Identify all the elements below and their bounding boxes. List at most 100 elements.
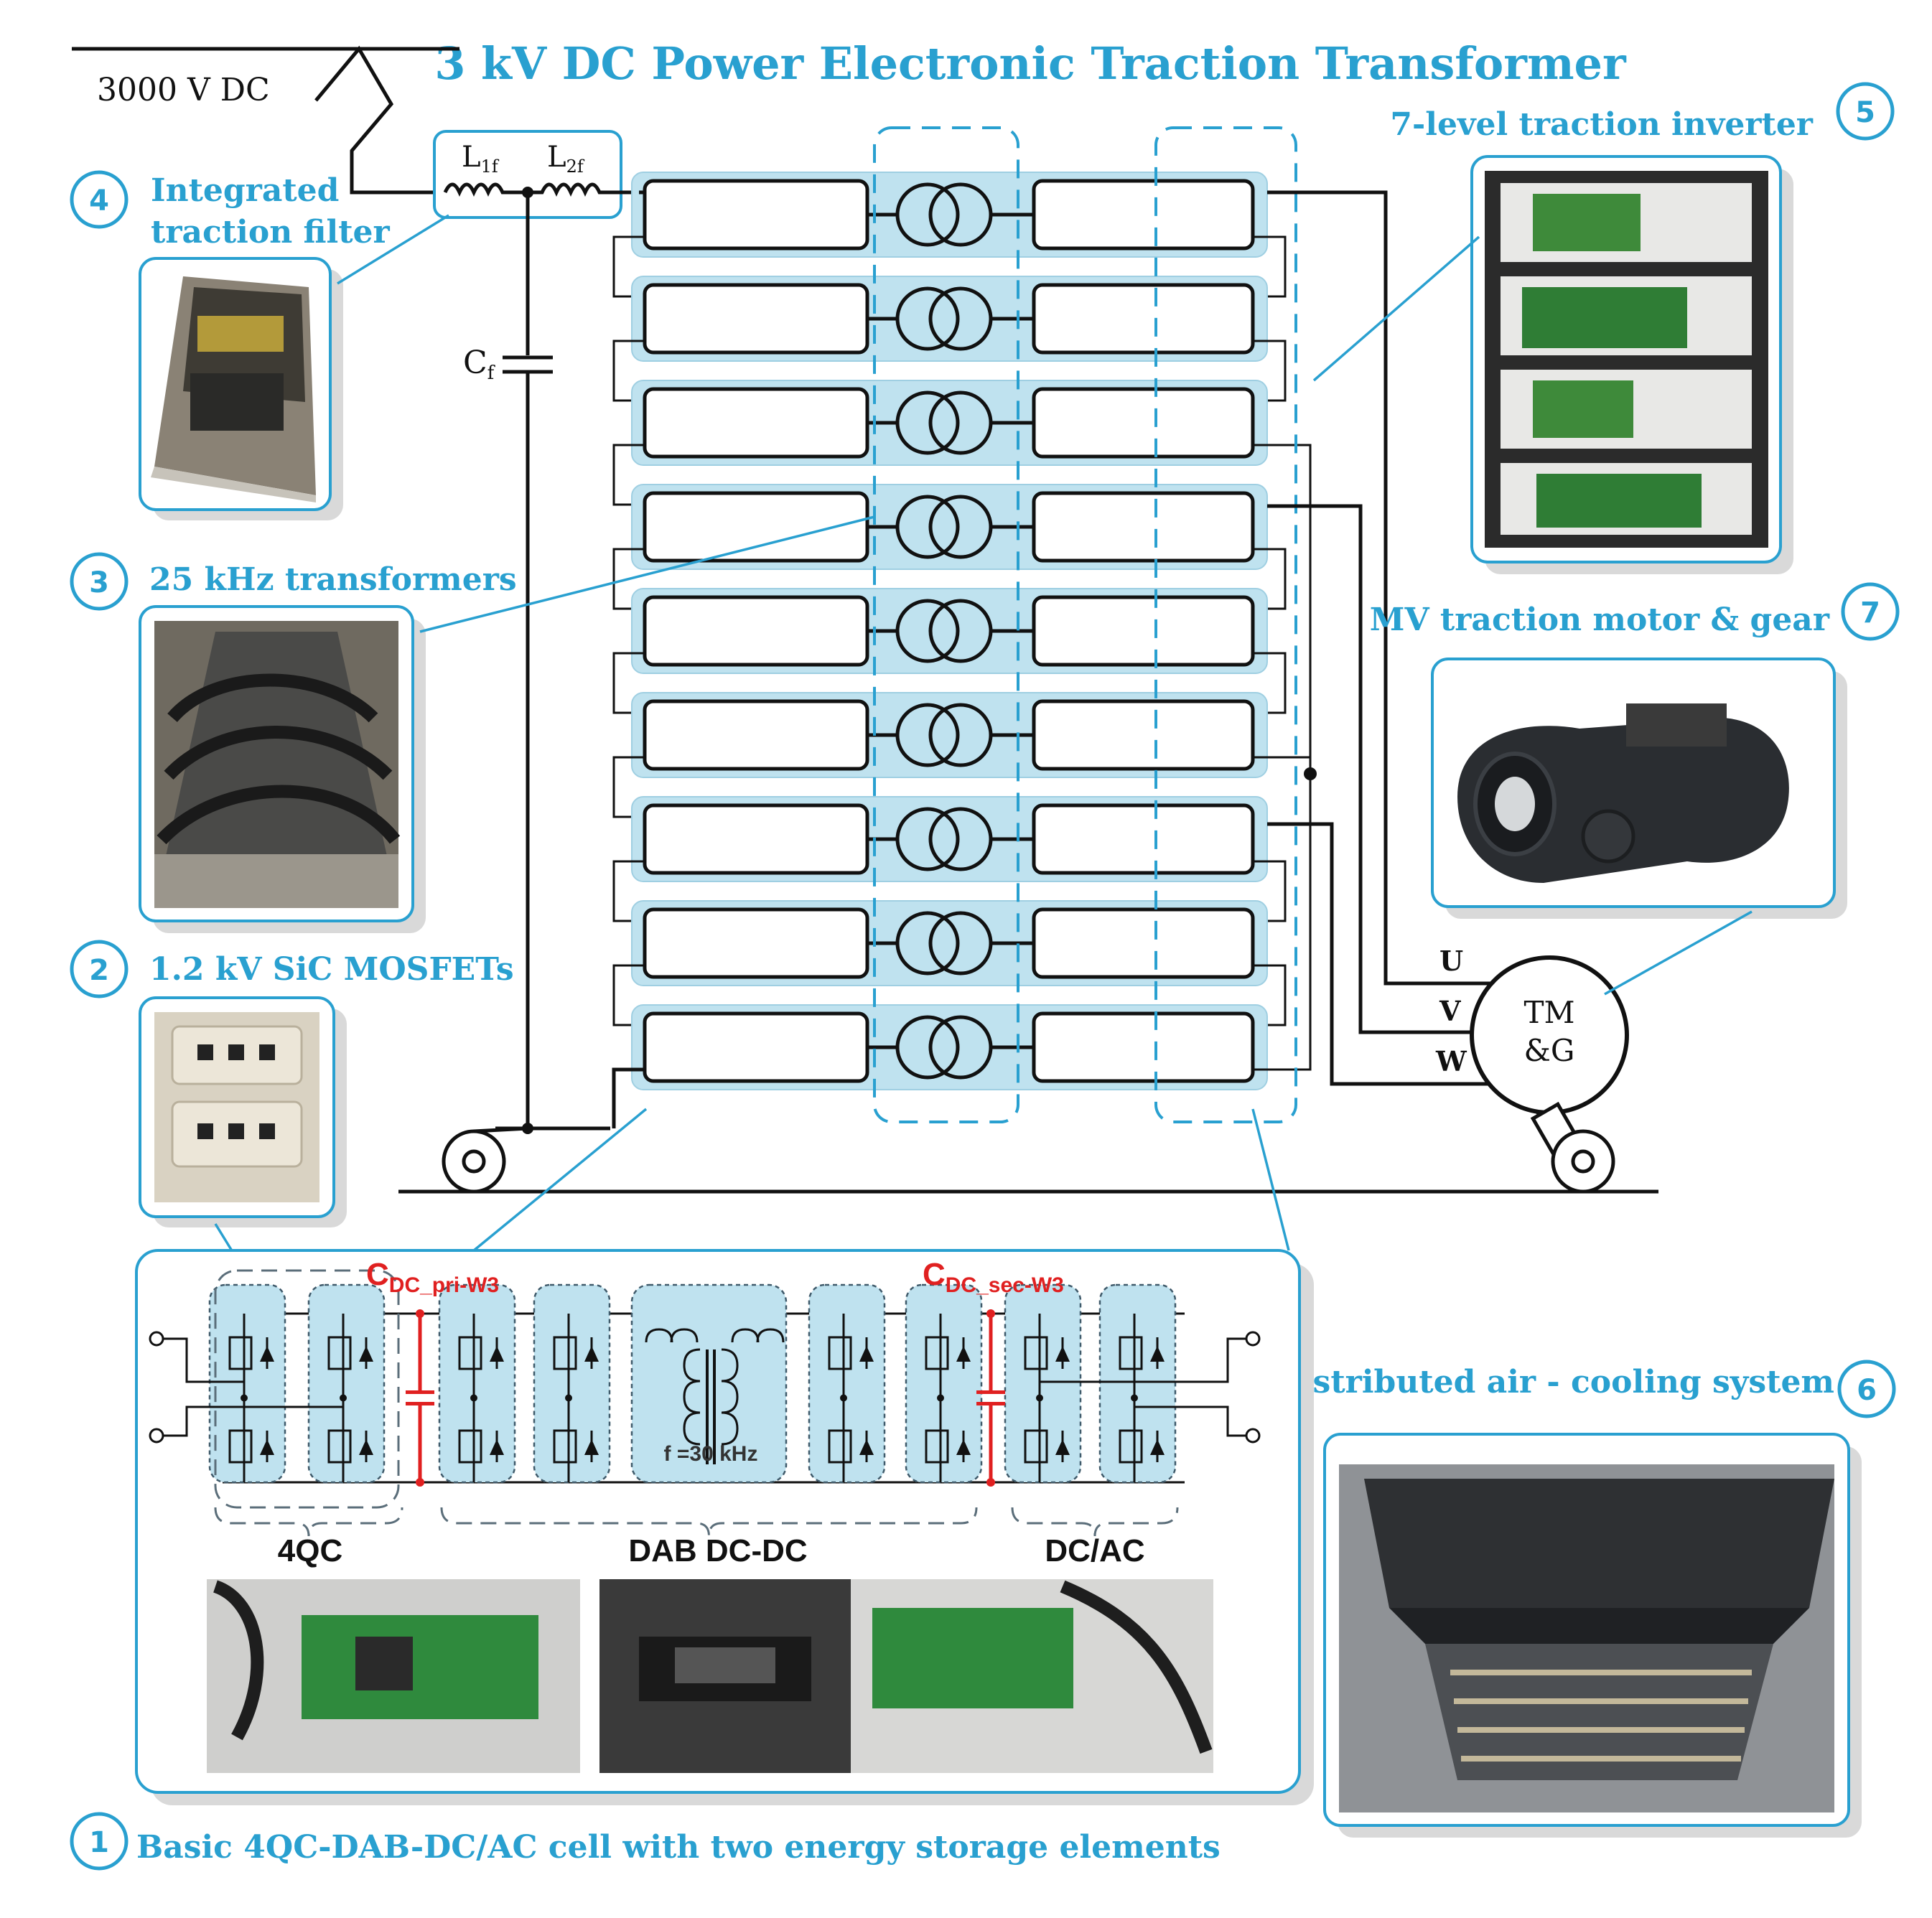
switch-leg-bg [307,1283,386,1484]
primary-converter-box [643,1011,869,1083]
primary-series-link [612,652,645,714]
mosfet-symbol [925,1429,949,1464]
dab-bracket [440,1507,978,1537]
callout-1-label: Basic 4QC-DAB-DC/AC cell with two energy… [136,1829,1221,1866]
callout-4-line2: traction filter [151,214,391,251]
secondary-converter-box [1032,283,1255,355]
leg-midpoint [1036,1394,1043,1402]
phase-w-wire [1267,822,1493,1086]
primary-series-link [612,756,645,818]
mosfet-symbol [1119,1336,1143,1370]
secondary-converter-box [1032,803,1255,875]
leg-midpoint [470,1394,477,1402]
badge-2 [70,940,129,998]
leader-motor [1604,910,1753,996]
switch-leg-bg [1004,1283,1082,1484]
cell-schematic: f =30 kHz [149,1269,1261,1537]
transformer-winding-1 [895,1015,960,1080]
secondary-converter-box [1032,491,1255,563]
phase-v-wire [1267,504,1493,1034]
transformer-winding-2 [928,807,993,871]
ac-in-terminal-1 [149,1331,164,1347]
leg-midpoint [340,1394,347,1402]
mosfet-symbol [458,1336,482,1370]
badge-4 [70,170,129,229]
inductor-l2f [528,182,639,197]
ac-in-wire-2 [163,1405,343,1437]
switch-leg-bg [905,1283,983,1484]
motor-photo [1457,703,1789,883]
leader-transformers [419,515,875,633]
section-4qc-label: 4QC [278,1533,342,1568]
mosfet-symbol [828,1336,852,1370]
inductor-l1f [443,182,528,197]
motor-label-g: &G [1524,1033,1575,1068]
mosfet-symbol [458,1429,482,1464]
badge-1 [70,1812,129,1871]
mosfet-symbol [1119,1429,1143,1464]
primary-series-link [612,340,645,402]
primary-converter-box [643,387,869,459]
switch-leg-bg [1098,1283,1177,1484]
leg-midpoint [1131,1394,1138,1402]
leader-cell-left [472,1108,648,1252]
badge-5-number: 5 [1855,96,1875,129]
hf-coil-sec-top [731,1328,785,1343]
mosfet-symbol [228,1429,253,1464]
primary-converter-box [643,595,869,667]
leader-filter [337,214,449,285]
transformer-winding-2 [928,182,993,247]
mosfet-symbol [1024,1336,1048,1370]
secondary-converter-box [1032,907,1255,979]
badge-4-number: 4 [89,184,109,217]
switch-leg-bg [438,1283,516,1484]
badge-6-number: 6 [1857,1374,1877,1407]
left-wheel-arm [473,1126,528,1133]
cap-pri-label: CDC_pri-W3 [366,1257,499,1297]
4qc-bracket [214,1507,403,1537]
phase-u-label: U [1439,945,1463,977]
hf-coil-pri-top [645,1328,699,1343]
mosfet-symbol [1024,1429,1048,1464]
cell-photos [207,1579,1213,1773]
primary-converter-box [643,699,869,771]
leg-midpoint [241,1394,248,1402]
transformer-winding-1 [895,599,960,663]
converter-stack [612,172,1317,1128]
motor-label-tm: TM [1523,995,1574,1030]
badge-2-number: 2 [89,954,109,987]
secondary-series-link [1253,860,1287,922]
badge-7 [1841,582,1900,641]
hf-coil-pri [683,1348,701,1446]
primary-series-link [612,548,645,610]
cf-label: Cf [463,345,496,384]
mosfet-symbol [925,1336,949,1370]
badge-3-number: 3 [89,566,109,599]
ac-out-wire-1 [1040,1337,1246,1383]
dc-cap-node-bottom [986,1478,995,1487]
phase-u-wire [1267,190,1493,986]
mosfet-symbol [228,1336,253,1370]
dcac-bracket [1011,1507,1179,1537]
transformer-winding-2 [928,1015,993,1080]
badge-7-number: 7 [1860,597,1880,630]
transformer-winding-1 [895,807,960,871]
right-wheel-hub [1571,1149,1595,1174]
secondary-converter-box [1032,699,1255,771]
leg-midpoint [565,1394,572,1402]
pantograph [314,45,445,195]
badge-5 [1836,82,1895,141]
frequency-label: f =30 kHz [664,1442,758,1466]
callout-5-label: 7-level traction inverter [1390,106,1813,143]
transformer-winding-2 [928,495,993,559]
secondary-series-link [1253,548,1287,610]
transformer-winding-1 [895,703,960,767]
switch-leg-bg [808,1283,886,1484]
transformer-winding-1 [895,911,960,976]
callout-2-label: 1.2 kV SiC MOSFETs [149,951,514,988]
primary-converter-box [643,179,869,251]
left-wheel-hub [462,1149,486,1174]
transformer-winding-1 [895,286,960,351]
primary-chain-end [612,1067,645,1128]
transformer-winding-1 [895,495,960,559]
